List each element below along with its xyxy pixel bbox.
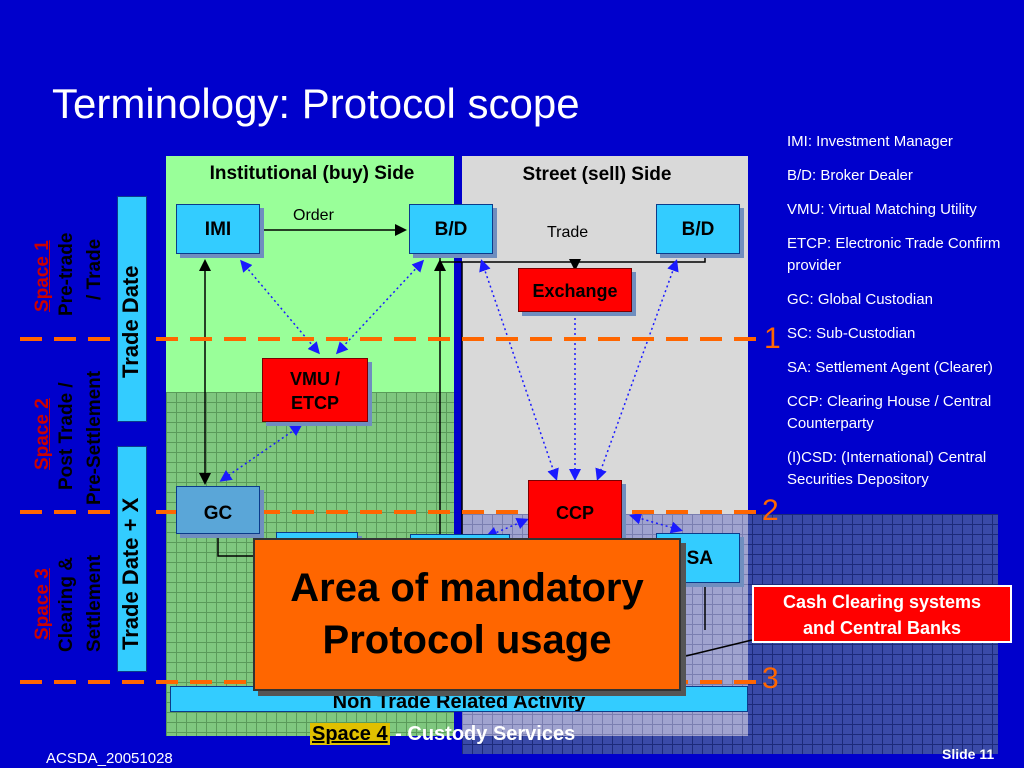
exchange-node-label: Exchange [532,281,618,301]
buy-side-heading: Institutional (buy) Side [209,163,415,184]
ccp-node-label: CCP [555,503,594,523]
ccp-node[interactable]: CCP [528,480,622,540]
order-label: Order [293,207,334,224]
space2-line1: Post Trade / [56,382,77,490]
boundary-number-3: 3 [762,662,779,695]
legend-item: B/D: Broker Dealer [787,167,913,184]
imi-node-label: IMI [204,219,232,240]
space1-name: Space 1 [32,240,53,312]
cash-line1: Cash Clearing systems [782,592,982,612]
bd-vmu-dotted [335,259,425,355]
boundary-number-1: 1 [764,322,781,355]
legend-item: (I)CSD: (International) Central Securiti… [787,449,987,488]
space2-name: Space 2 [32,398,53,470]
legend-item: IMI: Investment Manager [787,133,953,150]
vmu-etcp-node[interactable]: VMU / ETCP [262,358,368,422]
space1-label: Space 1 [32,240,54,312]
gc-bracket [217,535,254,557]
space1-line1: Pre-trade [56,232,77,316]
cash-link [685,639,753,657]
bd2-ccp-dotted [595,259,679,481]
legend-item: VMU: Virtual Matching Utility [787,201,977,218]
legend-item: SC: Sub-Custodian [787,325,916,342]
mandatory-line1: Area of mandatory [290,566,644,610]
etcp-node-label: ETCP [290,393,339,413]
vmu-gc-dotted [219,424,303,482]
cash-line2: and Central Banks [802,618,962,638]
legend-item: ETCP: Electronic Trade Confirm provider [787,235,1001,274]
imi-node[interactable]: IMI [176,204,260,254]
space2-label: Space 2 [32,398,54,470]
page-title: Terminology: Protocol scope [52,80,580,127]
mandatory-line2: Protocol usage [322,618,612,662]
space1-line2: / Trade [84,238,105,300]
vmu-node-label: VMU / [289,369,340,389]
space3-line1: Clearing & [56,556,77,652]
legend-item: SA: Settlement Agent (Clearer) [787,359,993,376]
footer-slide-number: Slide 11 [942,746,995,762]
cash-clearing-box: Cash Clearing systems and Central Banks [752,585,1012,643]
legend: IMI: Investment Manager B/D: Broker Deal… [787,131,1019,503]
space4-rest: - Custody Services [389,723,576,745]
exchange-node[interactable]: Exchange [518,268,632,312]
mandatory-area-box: Area of mandatory Protocol usage [253,538,681,691]
bd-sell-node[interactable]: B/D [656,204,740,254]
ccp-left-dotted [485,517,529,539]
legend-item: GC: Global Custodian [787,291,933,308]
gc-node[interactable]: GC [176,486,260,534]
space2-line2: Pre-Settlement [84,370,105,505]
gc-node-label: GC [203,503,233,524]
boundary-number-2: 2 [762,494,779,527]
sa-node-label: SA [686,548,713,569]
bd-sell-node-label: B/D [681,219,715,240]
space3-line2: Settlement [84,554,105,652]
bd-buy-node-label: B/D [434,219,468,240]
space3-name: Space 3 [32,568,53,640]
trade-line [439,255,706,263]
trade-date-bar [117,196,147,422]
bd-buy-node[interactable]: B/D [409,204,493,254]
ccp-sa-dotted [629,512,683,534]
trade-label: Trade [547,224,589,241]
bd-ccp-dotted [479,259,559,481]
footer-doc-id: ACSDA_20051028 [46,750,173,767]
legend-item: CCP: Clearing House / Central Counterpar… [787,393,992,432]
space3-label: Space 3 [32,568,54,640]
sell-side-heading: Street (sell) Side [522,164,672,185]
space4-name: Space 4 [310,723,390,745]
trade-date-x-label: Trade Date + X [118,497,143,650]
trade-date-x-bar [117,446,147,672]
space4-caption: Space 4 - Custody Services [310,723,575,746]
trade-date-label: Trade Date [118,265,143,379]
